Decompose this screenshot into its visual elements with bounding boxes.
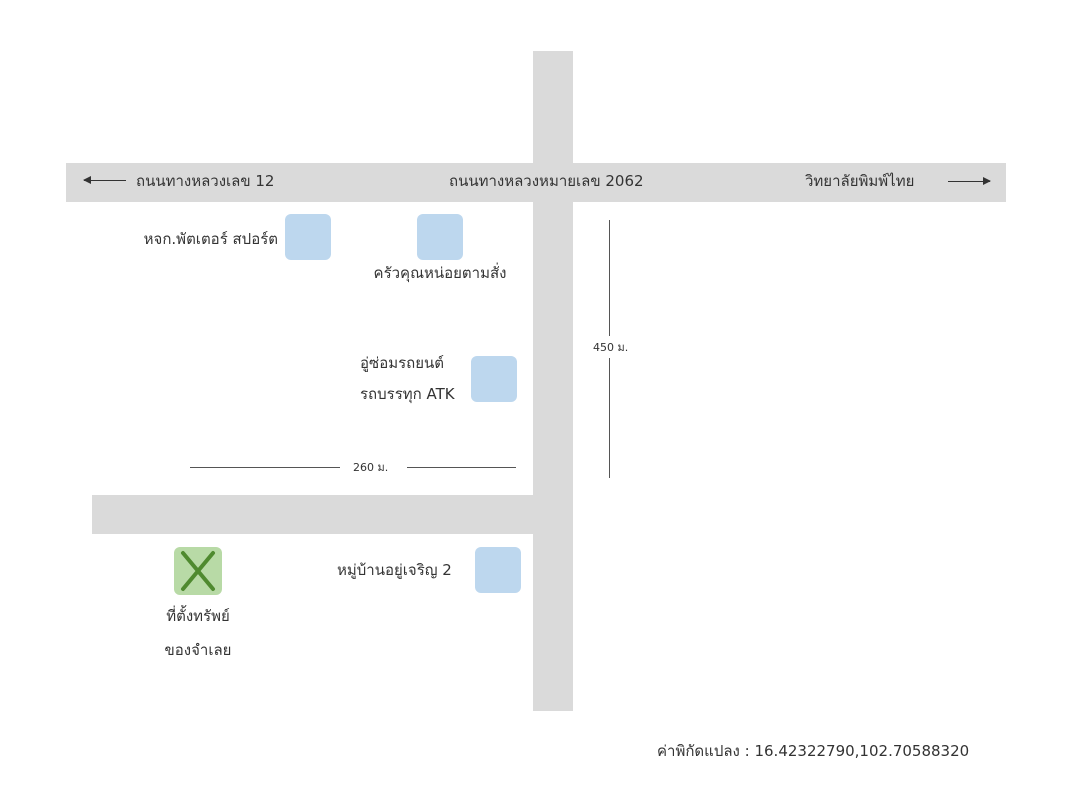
landmark-label-garage-line2: รถบรรทุก ATK (360, 385, 455, 403)
property-x-icon (181, 551, 215, 591)
landmark-kitchen-icon (417, 214, 463, 260)
landmark-label-shop: หจก.พัตเตอร์ สปอร์ต (143, 230, 278, 248)
landmark-label-kitchen: ครัวคุณหน่อยตามสั่ง (373, 264, 507, 282)
landmark-label-garage-line1: อู่ซ่อมรถยนต์ (360, 354, 445, 372)
landmark-label-village: หมู่บ้านอยู่เจริญ 2 (337, 561, 452, 579)
road-label-left: ถนนทางหลวงเลข 12 (136, 172, 275, 190)
property-label-line1: ที่ตั้งทรัพย์ (166, 607, 230, 625)
side-road (92, 495, 533, 534)
distance-label-vertical: 450 ม. (593, 336, 629, 358)
property-label-line2: ของจำเลย (164, 641, 232, 659)
coordinates-label: ค่าพิกัดแปลง : 16.42322790,102.70588320 (657, 742, 970, 760)
landmark-garage-icon (471, 356, 517, 402)
vertical-road (533, 51, 573, 711)
landmark-shop-icon (285, 214, 331, 260)
road-label-right: วิทยาลัยพิมพ์ไทย (805, 172, 915, 190)
arrow-right-icon (948, 177, 991, 185)
arrow-left-icon (83, 176, 126, 184)
distance-line-horizontal-left (190, 467, 340, 468)
distance-line-horizontal-right (407, 467, 516, 468)
property-marker (174, 547, 222, 595)
road-label-center: ถนนทางหลวงหมายเลข 2062 (449, 172, 644, 190)
landmark-village-icon (475, 547, 521, 593)
distance-label-horizontal: 260 ม. (353, 461, 389, 474)
